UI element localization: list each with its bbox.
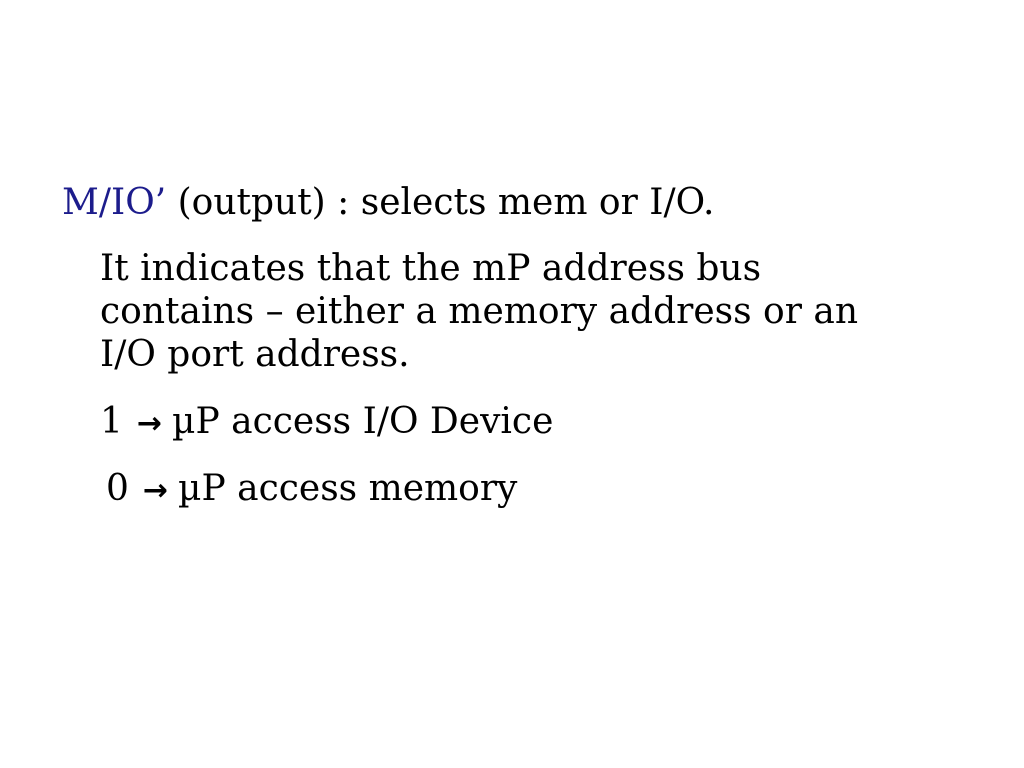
case-zero: 0 → µP access memory [106,467,517,513]
right-arrow-icon: → [136,406,163,441]
description-line: It indicates that the mP address bus [100,248,762,289]
description-line: I/O port address. [100,334,410,375]
case-value: 0 [106,468,129,509]
case-one: 1 → µP access I/O Device [100,400,553,446]
description-line: contains – either a memory address or an [100,291,859,332]
signal-description: It indicates that the mP address bus con… [100,247,980,376]
right-arrow-icon: → [142,473,169,508]
signal-name: M/IO’ [62,182,167,223]
case-value: 1 [100,401,123,442]
case-text: µP access memory [178,468,518,509]
case-text: µP access I/O Device [172,401,554,442]
signal-heading: M/IO’ (output) : selects mem or I/O. [62,181,714,225]
signal-summary: (output) : selects mem or I/O. [166,182,715,223]
